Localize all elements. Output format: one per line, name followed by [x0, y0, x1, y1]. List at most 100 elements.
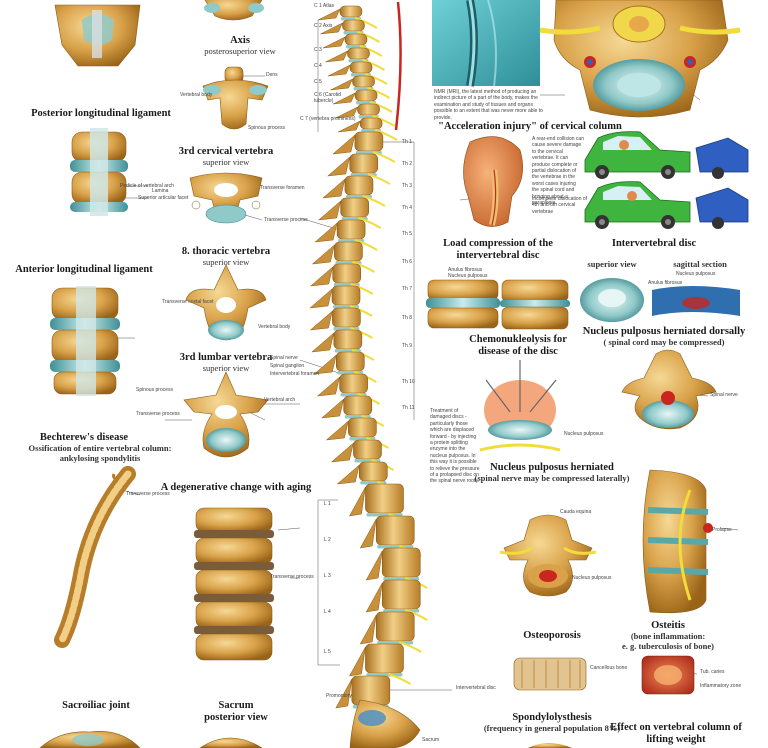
spinal-nerve-13 [354, 239, 378, 251]
osteoporosis-title: Osteoporosis [523, 630, 581, 641]
load-compression-title-2: intervertebral disc [456, 250, 540, 261]
label-l4: L 4 [324, 609, 331, 615]
spinal-nerve-3 [362, 59, 386, 71]
spinous-process-0 [317, 8, 341, 21]
sacroiliac-title: Sacroiliac joint [62, 700, 130, 711]
degenerative-title: A degenerative change with aging [160, 482, 312, 493]
spinal-nerve-10 [367, 173, 391, 185]
spinal-nerve-12 [358, 217, 382, 229]
chemonucleolysis-figure [479, 360, 561, 452]
label-c7: C 7 (vertebra prominens) [300, 116, 356, 122]
chemonucleolysis-title-1: Chemonukleolysis for [469, 334, 567, 345]
spinal-nerve-2 [359, 45, 383, 57]
label-cauda-equina: Cauda equina [560, 509, 592, 515]
spinous-process-31 [335, 678, 353, 709]
spondylolysthesis-figure [528, 743, 572, 748]
label-spinous-axis: Spinous process [248, 125, 285, 131]
label-transverse-cervical: Transverse process [264, 217, 308, 223]
spinal-nerve-15 [350, 283, 374, 295]
spinous-process-21 [320, 398, 345, 419]
thoracic-vertebra-figure [185, 264, 267, 341]
spinous-process-7 [335, 106, 359, 119]
label-lamina: Lamina [152, 188, 169, 194]
spinous-process-11 [322, 178, 346, 199]
label-l1: L 1 [324, 501, 331, 507]
bechterew-spine-figure [54, 466, 136, 648]
spinous-process-2 [322, 36, 346, 49]
bechterew-title: Bechterew's disease [39, 432, 129, 443]
label-th3: Th 3 [402, 183, 413, 189]
vertebra-body-21 [343, 395, 373, 416]
label-axis-c2: C 2 Axis [314, 23, 333, 29]
herniated-dorsal-subtitle: ( spinal cord may be compressed) [603, 337, 725, 347]
vertebra-body-3 [347, 47, 370, 60]
label-spinal-nerve: Spinal nerve [270, 355, 298, 361]
atlas-ligament-figure [54, 4, 141, 67]
spinal-nerve-0 [354, 17, 378, 29]
spinous-process-19 [313, 354, 337, 375]
label-iv-disc: Intervertebral disc [456, 685, 496, 691]
posterior-ligament-title: Posterior longitudinal ligament [31, 108, 171, 119]
label-l3: L 3 [324, 573, 331, 579]
spinous-process-28 [365, 582, 383, 613]
label-th6: Th 6 [402, 259, 413, 265]
label-th11: Th 11 [402, 405, 415, 411]
spinal-nerve-28 [404, 609, 428, 621]
label-th8: Th 8 [402, 315, 413, 321]
load-compression-figure [426, 279, 570, 330]
label-anulus-sagittal: Anulus fibrosus [648, 280, 683, 286]
label-atlas: C 1 Atlas [314, 3, 335, 9]
spinous-process-8 [337, 120, 361, 133]
label-iv-foramen: Intervertebral foramen [270, 371, 320, 377]
vertebra-body-31 [351, 675, 391, 706]
spinal-nerve-1 [357, 31, 380, 43]
spinous-process-29 [359, 614, 377, 645]
vertebra-body-12 [340, 197, 369, 218]
vertebra-body-4 [349, 61, 373, 74]
spinal-nerve-17 [350, 327, 373, 339]
spinous-process-26 [359, 518, 377, 549]
spinous-process-27 [365, 550, 383, 581]
disc-superior-label: superior view [587, 259, 637, 269]
vertebra-body-18 [333, 329, 363, 350]
vertebra-body-15 [332, 263, 361, 284]
spondylolysthesis-title: Spondylolysthesis [512, 712, 592, 723]
vertebra-body-6 [354, 89, 378, 102]
spinous-process-25 [348, 486, 366, 517]
label-rib-costal: Transverse costal facet [162, 299, 214, 305]
osteitis-title: Osteitis [651, 620, 685, 631]
spinous-process-10 [326, 156, 351, 177]
cervical-title: 3rd cervical vertebra [178, 146, 274, 157]
spinal-nerve-4 [364, 73, 388, 85]
label-th2: Th 2 [402, 161, 413, 167]
spinous-process-12 [317, 200, 342, 221]
osteoporosis-figure [513, 657, 587, 691]
vertebra-cross-section [539, 0, 741, 118]
lumbar-subtitle: superior view [202, 363, 250, 373]
vertebra-body-0 [339, 5, 363, 18]
vertebra-body-29 [375, 611, 415, 642]
vertebra-body-26 [375, 515, 415, 546]
sacrum-subtitle: posterior view [204, 712, 268, 723]
label-c4: C 4 [314, 63, 322, 69]
label-c3: C 3 [314, 47, 322, 53]
label-dens: Dens [266, 72, 278, 78]
spinous-process-18 [311, 332, 335, 353]
spinal-nerve-16 [349, 305, 373, 317]
label-c5: C 5 [314, 79, 322, 85]
bechterew-subtitle-2: ankylosing spondylitis [59, 453, 141, 463]
label-superior-articular: Superior articular facet [138, 195, 189, 201]
sacroiliac-figure [39, 731, 141, 748]
vertebra-body-13 [336, 219, 366, 240]
label-transverse-bechterew: Transverse process [126, 491, 170, 497]
label-l5: L 5 [324, 649, 331, 655]
vertebral-column-figure [309, 1, 428, 748]
vertebra-body-23 [353, 439, 382, 460]
spinal-nerve-7 [372, 115, 396, 127]
car-collision-figure-1 [584, 131, 749, 179]
vertebra-body-28 [381, 579, 421, 610]
thoracic-subtitle: superior view [202, 257, 250, 267]
spondylolysthesis-subtitle: (frequency in general population 8%) [483, 723, 621, 733]
vertebral-artery [394, 1, 402, 131]
